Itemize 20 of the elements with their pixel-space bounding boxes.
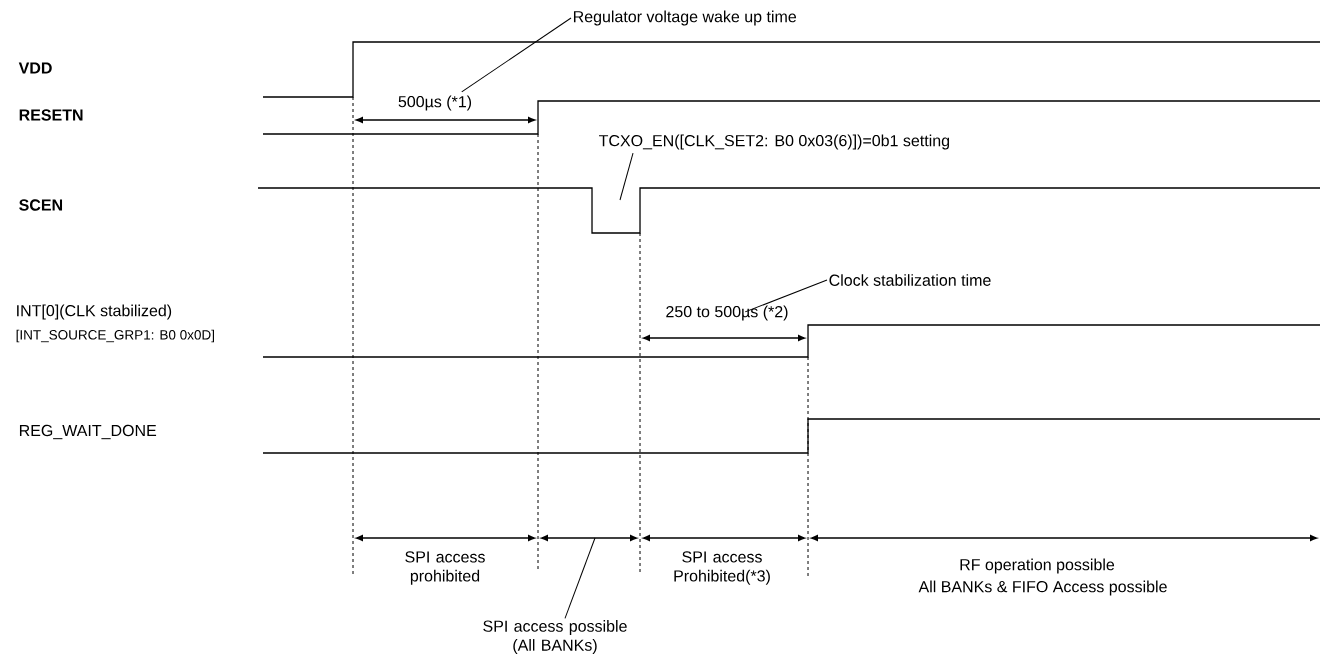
signal-name: INT[0](CLK stabilized) xyxy=(17,304,172,320)
callout-text: Regulator voltage wake up time xyxy=(574,10,797,26)
region-label: RF operation possible xyxy=(960,558,1115,574)
leader-line xyxy=(461,17,572,93)
callout-text: Clock stabilization time xyxy=(829,274,991,286)
signal-name: RESETN xyxy=(19,109,83,121)
dimension-label: 250 to 500µs (*2) xyxy=(666,305,788,321)
leader-line xyxy=(744,279,828,313)
dimension-label: 500µs (*1) xyxy=(398,95,472,111)
region-label: All BANKs & FIFO Access possible xyxy=(918,580,1167,596)
callout-text: TCXO_EN([CLK_SET2: B0 0x03(6)])=0b1 setting xyxy=(599,134,950,150)
signal-name: SCEN xyxy=(19,199,63,211)
leader-line xyxy=(619,152,634,201)
region-label: SPI access prohibited xyxy=(405,551,485,585)
signal-name: REG_WAIT_DONE xyxy=(19,424,157,440)
callout-text: SPI access possible (All BANKs) xyxy=(483,620,627,654)
region-label: SPI access Prohibited(*3) xyxy=(674,551,770,585)
signal-name: VDD xyxy=(18,62,52,74)
register-label: [INT_SOURCE_GRP1: B0 0x0D] xyxy=(16,329,214,343)
leader-line xyxy=(564,537,596,619)
